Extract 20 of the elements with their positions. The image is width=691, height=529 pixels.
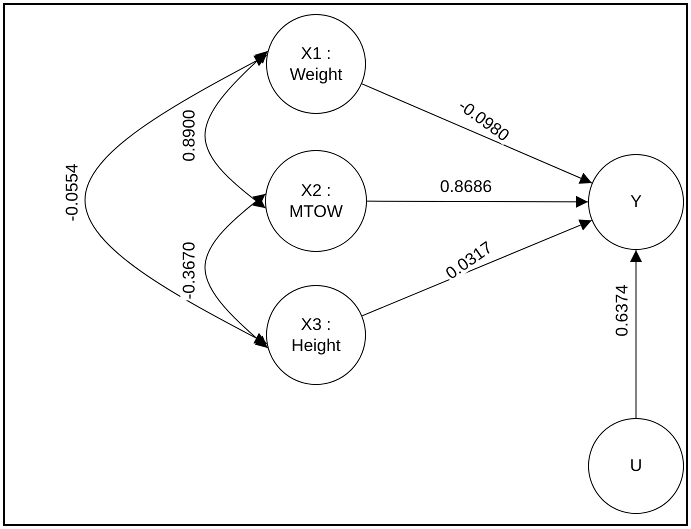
node-label: X2 : bbox=[300, 180, 332, 201]
edge-label: 0.8900 bbox=[180, 108, 198, 162]
node-label: X1 : bbox=[300, 42, 332, 64]
arrow bbox=[630, 250, 642, 418]
edge-label: 0.6374 bbox=[614, 283, 630, 337]
node-label: Weight bbox=[290, 64, 342, 86]
node-label: X3 : bbox=[300, 314, 332, 335]
edge-label: 0.8686 bbox=[439, 178, 493, 194]
edge-label: -0.3670 bbox=[180, 240, 198, 300]
edge-label: -0.0554 bbox=[63, 162, 80, 222]
node-label: Height bbox=[291, 335, 341, 356]
arrow bbox=[204, 50, 268, 209]
node-label: MTOW bbox=[289, 201, 343, 222]
arrow bbox=[366, 196, 588, 208]
node-label: U bbox=[630, 455, 642, 477]
arrow bbox=[84, 54, 268, 344]
arrow bbox=[362, 219, 592, 316]
arrow bbox=[361, 83, 592, 184]
node-label: Y bbox=[630, 191, 642, 213]
arrow bbox=[204, 193, 268, 348]
